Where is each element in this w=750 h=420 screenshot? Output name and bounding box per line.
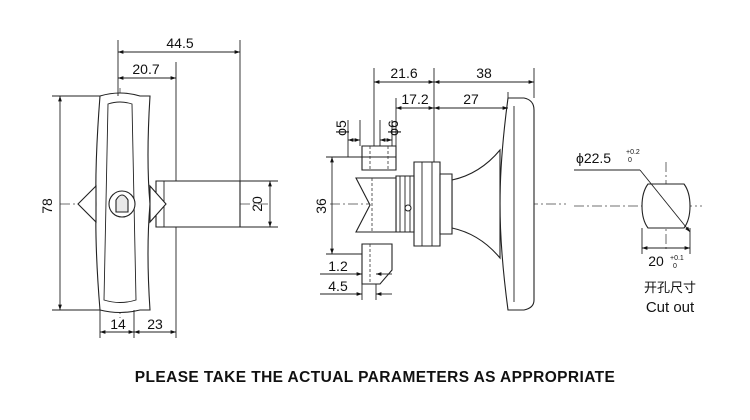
cutout-flat-tol-upper: +0.1 [670,255,684,262]
side-handle [499,97,535,311]
dim-top-right: 38 [476,65,492,81]
keyhole-icon [115,194,129,213]
front-wing-left [77,184,97,224]
cutout-diameter: ϕ22.5 [576,150,611,166]
dim-phi5: ϕ5 [333,120,349,136]
dim-mid-left: 17.2 [401,91,428,107]
front-view: 44.5 20.7 78 20 14 23 [39,35,278,338]
cutout-flat: 20 [648,253,664,269]
front-shaft [155,180,241,228]
side-view: 21.6 38 17.2 27 ϕ5 ϕ6 36 1.2 4.5 [313,65,566,311]
side-neck [451,148,501,260]
cutout-flat-tol-lower: 0 [673,263,677,270]
dim-overall-width: 44.5 [166,35,193,51]
dim-36: 36 [313,198,329,214]
side-top-lug [361,145,397,171]
cutout-view: ϕ22.5 +0.2 0 20 +0.1 0 开孔尺寸 Cut out [574,149,702,316]
dim-top-left: 21.6 [390,65,417,81]
side-flange [413,161,441,247]
dim-height: 78 [39,198,55,214]
side-pin [404,204,412,212]
dim-shaft: 20 [249,196,265,212]
front-wing-right [149,184,167,224]
cutout-label-en: Cut out [646,299,695,316]
cutout-diameter-tol-lower: 0 [628,157,632,164]
dim-half-width: 20.7 [132,61,159,77]
dim-mid-right: 27 [463,91,479,107]
parameters-note: PLEASE TAKE THE ACTUAL PARAMETERS AS APP… [135,369,616,386]
side-bottom-lug [361,243,393,285]
cutout-label-cn: 开孔尺寸 [644,281,696,296]
cutout-diameter-tol-upper: +0.2 [626,149,640,156]
cutout-shape [641,183,691,229]
dim-phi6: ϕ6 [385,120,401,136]
dim-1-2: 1.2 [328,258,348,274]
dim-bottom-left: 14 [110,316,126,332]
dim-bottom-right: 23 [147,316,163,332]
side-cam [355,177,397,233]
dim-4-5: 4.5 [328,278,348,294]
